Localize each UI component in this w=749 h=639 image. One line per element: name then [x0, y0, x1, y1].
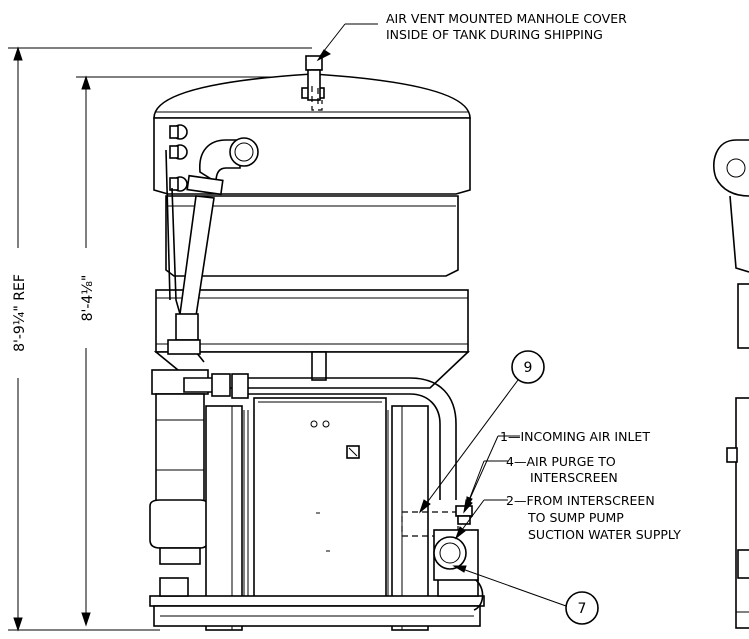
cross-pipe [183, 373, 249, 399]
from-interscreen-label-line3: SUCTION WATER SUPPLY [528, 527, 681, 542]
from-interscreen-label-line1: 2—FROM INTERSCREEN [506, 493, 655, 508]
right-frame-column [391, 405, 429, 631]
hose-to-manifold [167, 195, 215, 355]
bent-pipe [248, 377, 457, 500]
overall-height-label: 8'-9¼" REF [12, 274, 28, 352]
callout-9: 9 [418, 350, 545, 514]
callout-7-label: 7 [578, 601, 587, 617]
tank-height-label: 8'-4⅛" [80, 275, 96, 322]
air-purge-label-line1: 4—AIR PURGE TO [506, 454, 616, 469]
partial-side-view [712, 139, 749, 629]
base-skid [149, 577, 485, 627]
air-purge-label-line2: INTERSCREEN [530, 470, 618, 485]
tank-middle-section [165, 195, 459, 277]
vent-label-line2: INSIDE OF TANK DURING SHIPPING [386, 27, 603, 42]
tank-height-dimension: 8'-4⅛" [76, 75, 300, 627]
from-interscreen-label-line2: TO SUMP PUMP [527, 510, 624, 525]
tank-upper-section [153, 117, 471, 195]
left-cylinder [149, 369, 209, 565]
elbow-pipe [186, 137, 259, 196]
callout-9-label: 9 [524, 360, 533, 376]
callout-7: 7 [452, 565, 599, 625]
left-frame-column [205, 405, 243, 631]
sump-connection-icon [433, 536, 467, 570]
tank-lower-section [155, 289, 469, 353]
control-box [253, 397, 387, 599]
incoming-air-label: 1—INCOMING AIR INLET [500, 429, 650, 444]
top-stub [311, 351, 327, 381]
vent-label-line1: AIR VENT MOUNTED MANHOLE COVER [386, 11, 627, 26]
vent-leader [316, 23, 378, 62]
connection-leaders [454, 435, 520, 540]
overall-height-dimension: 8'-9¼" REF [8, 46, 312, 632]
air-vent-icon [305, 55, 323, 111]
